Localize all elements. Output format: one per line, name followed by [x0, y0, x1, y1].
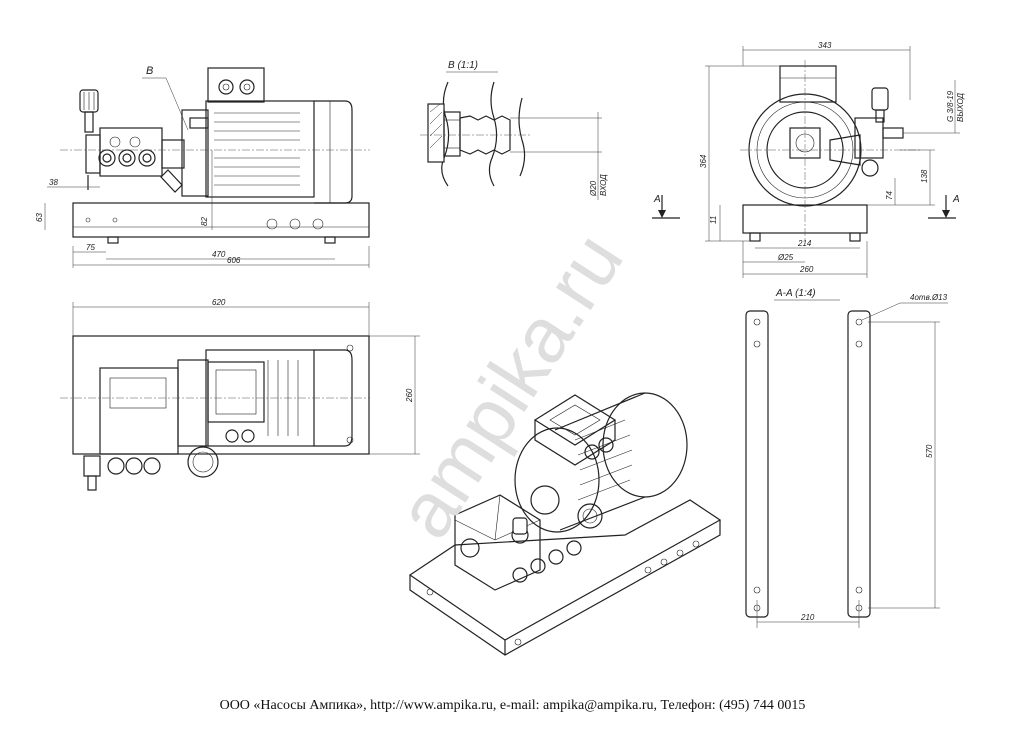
section-arrow-a-right: A: [952, 194, 960, 205]
side-outlet-label: ВЫХОД: [956, 93, 965, 122]
section-holes-label: 4отв.Ø13: [910, 293, 948, 302]
detail-b-view: B (1:1) Ø20 ВХОД: [420, 60, 608, 200]
top-gauge: [187, 446, 219, 478]
dim-364: 364: [699, 154, 708, 168]
front-view: B 38 63 82 75 470 606: [35, 65, 370, 268]
front-base-frame: [72, 202, 370, 238]
top-pump-head: [99, 367, 179, 455]
dim-210: 210: [800, 613, 815, 622]
side-valve-knob: [871, 87, 889, 111]
dim-570: 570: [925, 444, 934, 458]
side-terminal-box: [779, 65, 837, 103]
detail-b-d20: Ø20: [589, 180, 598, 197]
dim-260-side: 260: [799, 265, 814, 274]
dim-138: 138: [920, 169, 929, 183]
dim-63: 63: [35, 213, 44, 222]
section-rail-right: [847, 310, 871, 618]
front-motor-body: [205, 100, 315, 198]
detail-b-title: B (1:1): [448, 60, 478, 71]
section-title: A-A (1:4): [775, 288, 816, 299]
side-view: 343 364 11 138 74 G 3/8-19 ВЫХОД 214 Ø25…: [652, 41, 965, 278]
dim-38: 38: [49, 178, 58, 187]
iso-motor-end: [602, 392, 688, 498]
dim-75: 75: [86, 243, 95, 252]
section-arrow-a-left: A: [653, 194, 661, 205]
dim-82: 82: [200, 217, 209, 226]
top-view: 620 260: [60, 298, 420, 491]
front-callout-b: B: [146, 65, 153, 77]
dim-470: 470: [212, 250, 226, 259]
detail-b-barb: [459, 115, 511, 155]
front-terminal-box: [207, 67, 265, 103]
dim-74: 74: [885, 191, 894, 200]
dim-343: 343: [818, 41, 832, 50]
footer-contact: ООО «Насосы Ампика», http://www.ampika.r…: [219, 698, 806, 713]
iso-gauge: [577, 503, 603, 529]
top-terminal-box: [207, 361, 265, 423]
dim-25: Ø25: [777, 253, 794, 262]
top-base-frame: [72, 335, 370, 455]
dim-214: 214: [797, 239, 812, 248]
dim-260-top: 260: [405, 388, 414, 403]
dim-620: 620: [212, 298, 226, 307]
section-rail-left: [745, 310, 769, 618]
dim-606: 606: [227, 256, 241, 265]
dim-11: 11: [709, 216, 718, 224]
isometric-view: [408, 392, 722, 656]
section-aa-view: A-A (1:4) 4отв.Ø13 570 210: [745, 288, 948, 628]
detail-b-inlet-label: ВХОД: [599, 174, 608, 196]
side-thread-label: G 3/8-19: [946, 90, 955, 122]
